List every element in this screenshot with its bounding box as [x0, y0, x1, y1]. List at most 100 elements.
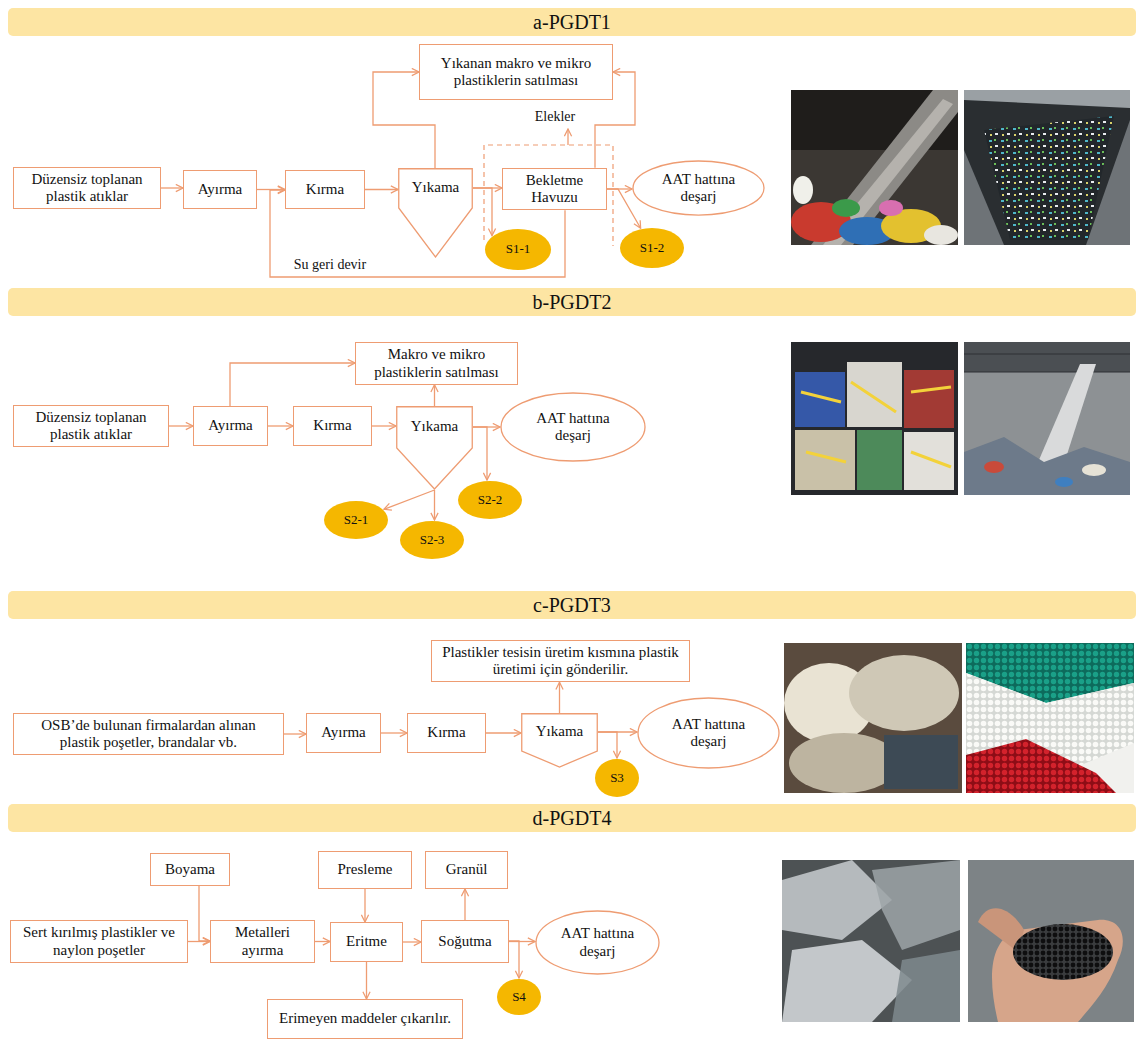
- tank-outline: [522, 714, 598, 767]
- process-box: Metalleri ayırma: [210, 920, 315, 963]
- node-text: Plastikler tesisin üretim kısmına plasti…: [438, 644, 683, 679]
- flow-arrow: [230, 363, 355, 406]
- photo-granules: [966, 643, 1134, 793]
- photo-detail: [1082, 464, 1106, 476]
- photo-detail: [849, 655, 959, 731]
- photo-detail: [795, 372, 845, 427]
- section-band: d-PGDT4: [8, 804, 1136, 832]
- photo-detail: [966, 739, 1116, 793]
- node-text: Ayırma: [200, 417, 261, 434]
- photo-group: [782, 90, 1134, 1022]
- connector-group: [161, 72, 641, 999]
- node-text: Ayırma: [313, 724, 374, 741]
- photo-detail: [904, 432, 954, 490]
- photo-detail: [924, 225, 958, 245]
- node-text: Eritme: [337, 933, 396, 950]
- process-box: Kırma: [293, 406, 372, 446]
- discharge-ellipse: AAT hattına deşarj: [500, 392, 646, 462]
- process-box: Erimeyen maddeler çıkarılır.: [267, 999, 463, 1039]
- node-text: AAT hattına deşarj: [654, 716, 763, 751]
- photo-detail: [801, 382, 951, 467]
- photo-films: [782, 860, 960, 1022]
- flow-arrow: [284, 733, 306, 734]
- process-box: Granül: [425, 851, 508, 889]
- process-box: OSB’de bulunan firmalardan alınan plasti…: [13, 713, 284, 756]
- flow-arrow: [473, 427, 487, 480]
- sample-point: S2-3: [399, 520, 465, 560]
- node-text: Yıkama: [525, 713, 594, 751]
- photo-detail: [1013, 924, 1113, 980]
- photo-detail: [984, 461, 1004, 473]
- flow-arrow: [486, 732, 521, 733]
- photo-detail: [964, 90, 1130, 245]
- node-text: AAT hattına deşarj: [518, 410, 628, 445]
- flow-arrow: [559, 682, 560, 713]
- process-box: Ayırma: [193, 406, 268, 446]
- photo-detail: [793, 176, 813, 204]
- photo-detail: [847, 362, 902, 427]
- ellipse-outline: [497, 979, 541, 1015]
- photo-detail: [984, 116, 1114, 240]
- flow-arrow: [464, 889, 465, 920]
- node-text: Granül: [432, 861, 501, 878]
- flow-arrow: [434, 490, 435, 520]
- flow-arrow: [315, 941, 330, 942]
- process-box: Soğutma: [421, 920, 509, 963]
- flow-arrow: [169, 425, 193, 426]
- photo-shed: [964, 342, 1130, 495]
- wash-tank: Yıkama: [521, 713, 598, 768]
- photo-detail: [964, 342, 1130, 372]
- ellipse-outline: [400, 521, 464, 559]
- ellipse-outline: [620, 228, 684, 268]
- process-box: Kırma: [407, 713, 486, 753]
- node-text: S1-2: [621, 241, 683, 256]
- node-text: d-PGDT4: [8, 807, 1136, 830]
- sample-point: S1-1: [484, 228, 552, 271]
- flow-arrow: [598, 732, 617, 758]
- node-text: Yıkama: [400, 406, 469, 448]
- edge-label: Su geri devir: [292, 257, 368, 273]
- node-text: Bekletme Havuzu: [509, 172, 600, 207]
- node-text: Ayırma: [190, 181, 250, 198]
- discharge-ellipse: AAT hattına deşarj: [535, 910, 660, 975]
- section-band: b-PGDT2: [8, 288, 1136, 316]
- flow-arrow: [268, 425, 293, 426]
- photo-detail: [1055, 477, 1073, 487]
- node-outline: [521, 713, 598, 768]
- node-text: Soğutma: [428, 933, 502, 950]
- node-text: AAT hattına deşarj: [550, 925, 645, 960]
- node-text: S2-1: [325, 513, 387, 528]
- node-text: Presleme: [325, 861, 405, 878]
- process-box: Yıkanan makro ve mikro plastiklerin satı…: [419, 44, 613, 100]
- sample-point: S4: [496, 978, 542, 1016]
- process-box: Düzensiz toplanan plastik atıklar: [13, 405, 169, 448]
- flow-arrow: [161, 187, 183, 188]
- photo-detail: [782, 940, 912, 1022]
- node-text: Kırma: [300, 417, 365, 434]
- sample-point: S2-2: [457, 480, 523, 520]
- flow-arrow: [509, 941, 519, 978]
- photo-detail: [832, 199, 860, 217]
- flow-arrow: [434, 385, 435, 406]
- section-band: a-PGDT1: [8, 8, 1136, 36]
- node-text: S2-3: [401, 533, 463, 548]
- ellipse-outline: [633, 161, 764, 215]
- sample-point: S1-2: [619, 227, 685, 269]
- photo-detail: [964, 90, 1130, 108]
- process-box: Boyama: [150, 853, 230, 886]
- sieve-group: [484, 129, 613, 246]
- ellipse-outline: [485, 229, 551, 270]
- node-text: Kırma: [414, 724, 479, 741]
- node-text: Sert kırılmış plastikler ve naylon poşet…: [17, 924, 181, 959]
- section-band: c-PGDT3: [8, 591, 1136, 619]
- photo-detail: [791, 90, 958, 245]
- photo-bags: [784, 643, 962, 793]
- node-text: S4: [498, 990, 540, 1005]
- process-box: Makro ve mikro plastiklerin satılması: [355, 342, 518, 385]
- ellipse-outline: [458, 481, 522, 519]
- photo-detail: [782, 860, 960, 1022]
- node-text: AAT hattına deşarj: [648, 171, 749, 206]
- process-box: Ayırma: [306, 713, 381, 753]
